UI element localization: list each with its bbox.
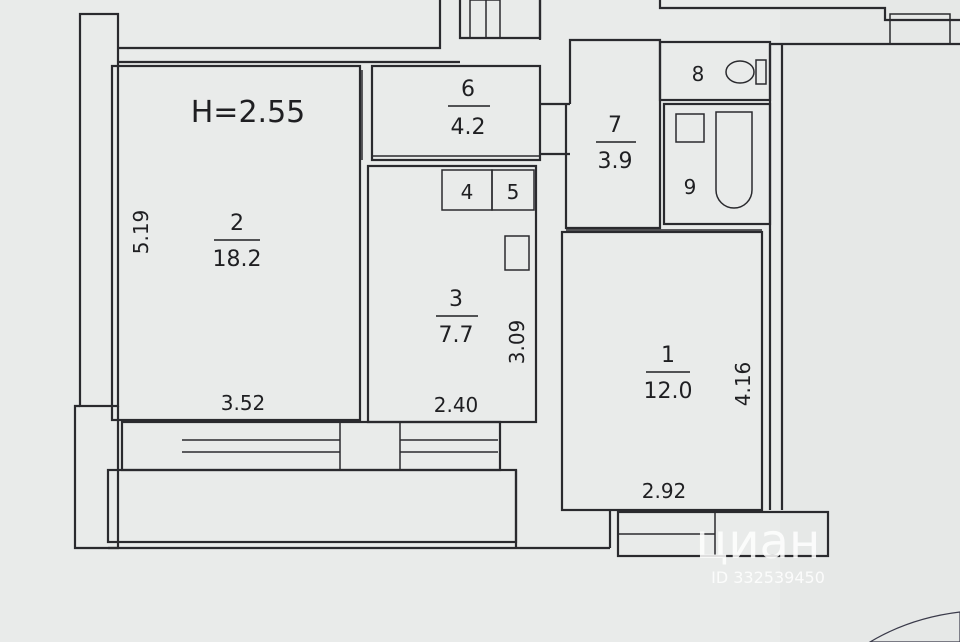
dimension-room3-width: 2.40 (434, 393, 479, 417)
room-2-label: 2 18.2 (213, 211, 262, 272)
room-3-label: 3 7.7 (436, 287, 478, 348)
dimension-room1-width: 2.92 (642, 479, 687, 503)
room-8-label: 8 (692, 62, 705, 86)
dimension-room2-height: 5.19 (129, 210, 153, 255)
room-area: 18.2 (213, 247, 262, 272)
room-number: 6 (461, 77, 475, 102)
room-7-label: 7 3.9 (596, 113, 636, 174)
watermark-id: ID 332539450 (711, 568, 825, 587)
height-note: H=2.55 (191, 95, 306, 130)
dimension-room1-height: 4.16 (731, 362, 755, 407)
walls (73, 0, 960, 558)
dimension-room3-height: 3.09 (505, 320, 529, 365)
room-area: 12.0 (644, 379, 693, 404)
room-area: 4.2 (451, 115, 486, 140)
dimension-room2-width: 3.52 (221, 391, 266, 415)
room-area: 7.7 (439, 323, 474, 348)
room-number: 7 (608, 113, 622, 138)
watermark-brand: циан (696, 514, 821, 570)
room-5-label: 5 (507, 180, 520, 204)
room-4-label: 4 (461, 180, 474, 204)
watermark: циан ID 332539450 (696, 514, 825, 587)
room-6-label: 6 4.2 (448, 77, 490, 140)
room-9-label: 9 (684, 175, 697, 199)
room-number: 3 (449, 287, 463, 312)
room-number: 1 (661, 343, 675, 368)
room-1-label: 1 12.0 (644, 343, 693, 404)
room-number: 2 (230, 211, 244, 236)
room-area: 3.9 (598, 149, 633, 174)
